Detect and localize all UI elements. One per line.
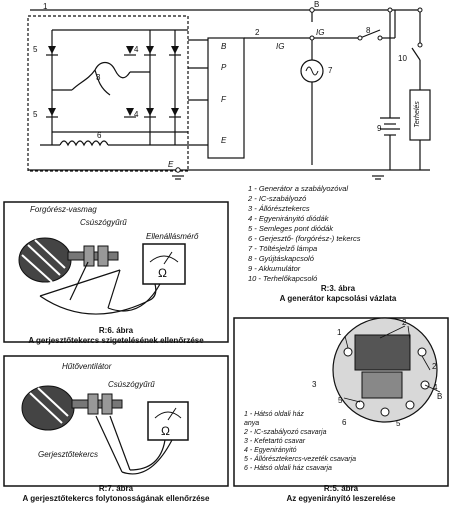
fig6-caption-num: R:6. ábra bbox=[98, 326, 134, 335]
diode-5a bbox=[48, 46, 56, 54]
legend-item: 7 - Töltésjelző lámpa bbox=[248, 244, 318, 253]
fig5-callout-3: 3 bbox=[312, 380, 317, 389]
fig5-callout-B: B bbox=[437, 392, 443, 401]
fig5-legend-item: 5 - Állórésztekercs-vezeték csavarja bbox=[244, 456, 357, 463]
fig5-caption-text: Az egyenirányító leszerelése bbox=[286, 494, 396, 503]
label-5b: 5 bbox=[33, 110, 38, 119]
label-4b: 4 bbox=[134, 110, 139, 119]
label-3: 3 bbox=[96, 73, 101, 82]
label-F: F bbox=[221, 95, 226, 104]
fig3-caption-text: A generátor kapcsolási vázlata bbox=[279, 294, 397, 303]
fig6-caption: R:6. ábra A gerjesztőtekercs szigetelésé… bbox=[4, 326, 228, 346]
legend-item: 3 - Állórésztekercs bbox=[248, 204, 310, 213]
legend-item: 8 - Gyújtáskapcsoló bbox=[248, 254, 314, 263]
fig6-label-ring: Csúszógyűrű bbox=[80, 218, 127, 227]
label-8: 8 bbox=[366, 26, 371, 35]
legend-item: 5 - Semleges pont diódák bbox=[248, 224, 334, 233]
label-9: 9 bbox=[377, 124, 382, 133]
diode-4c bbox=[171, 46, 179, 54]
label-E-bottom: E bbox=[168, 160, 174, 169]
generator-box bbox=[27, 15, 189, 172]
fig6-label-core: Forgórész-vasmag bbox=[30, 205, 97, 214]
fig5-legend: 1 - Hátsó oldali ház anya 2 - IC-szabály… bbox=[244, 410, 356, 473]
wiring-legend: 1 - Generátor a szabályozóval 2 - IC-sza… bbox=[248, 184, 361, 284]
fig5-caption: R:5. ábra Az egyenirányító leszerelése bbox=[234, 484, 448, 504]
label-IG: IG bbox=[276, 42, 285, 51]
legend-item: 1 - Generátor a szabályozóval bbox=[248, 184, 349, 193]
label-10: 10 bbox=[398, 54, 407, 63]
legend-item: 6 - Gerjesztő- (forgórész-) tekercs bbox=[248, 234, 361, 243]
diode-4f bbox=[126, 108, 134, 116]
diode-4e bbox=[126, 46, 134, 54]
fig7-caption-text: A gerjesztőtekercs folytonosságának elle… bbox=[22, 494, 210, 503]
fig7-label-ring: Csúszógyűrű bbox=[108, 380, 155, 389]
fig5-legend-item: 4 - Egyenirányitó bbox=[244, 447, 297, 454]
legend-item: 10 - Terhelőkapcsoló bbox=[248, 274, 318, 283]
label-4a: 4 bbox=[134, 45, 139, 54]
label-6: 6 bbox=[97, 131, 102, 140]
legend-item: 9 - Akkumulátor bbox=[248, 264, 301, 273]
label-5a: 5 bbox=[33, 45, 38, 54]
fig7-caption-num: R:7. ábra bbox=[98, 484, 134, 493]
fig5-legend-item: anya bbox=[244, 420, 260, 427]
fig7-omega: Ω bbox=[161, 424, 170, 438]
fig7-caption: R:7. ábra A gerjesztőtekercs folytonossá… bbox=[4, 484, 228, 504]
legend-item: 4 - Egyenirányitó diódák bbox=[248, 214, 329, 223]
fig5-callout-5b: 5 bbox=[396, 419, 401, 428]
fig5-callout-4: 4 bbox=[433, 383, 438, 392]
fig3-caption-num: R:3. ábra bbox=[320, 284, 356, 293]
fig5-callout-2b: 2 bbox=[432, 362, 437, 371]
label-E: E bbox=[221, 136, 227, 145]
charge-lamp bbox=[300, 59, 324, 83]
fig5-callout-5a: 5 bbox=[338, 396, 343, 405]
legend-item: 2 - IC-szabályozó bbox=[248, 194, 307, 203]
label-7: 7 bbox=[328, 66, 333, 75]
diode-4d bbox=[171, 108, 179, 116]
label-IG2: IG bbox=[316, 28, 325, 37]
label-B-top: B bbox=[314, 0, 320, 9]
fig3-caption: R:3. ábra A generátor kapcsolási vázlata bbox=[248, 284, 428, 304]
fig6-label-meter: Ellenállásmérő bbox=[146, 232, 199, 241]
fig5-legend-item: 2 - IC-szabályozó csavarja bbox=[244, 429, 327, 436]
diode-4b bbox=[146, 108, 154, 116]
label-P: P bbox=[221, 63, 227, 72]
fig7-label-fan: Hűtőventilátor bbox=[62, 362, 112, 371]
label-1: 1 bbox=[43, 2, 48, 11]
diode-4a bbox=[146, 46, 154, 54]
fig6-omega: Ω bbox=[158, 266, 167, 280]
fig5-legend-item: 3 - Kefetartó csavar bbox=[244, 438, 306, 445]
label-2: 2 bbox=[255, 28, 260, 37]
fig5-legend-item: 1 - Hátsó oldali ház bbox=[244, 411, 304, 418]
fig5-caption-num: R:5. ábra bbox=[323, 484, 359, 493]
fig5-legend-item: 6 - Hátsó oldali ház csavarja bbox=[244, 465, 332, 472]
diode-5b bbox=[48, 108, 56, 116]
fig5-callout-6: 6 bbox=[342, 418, 347, 427]
label-B: B bbox=[221, 42, 227, 51]
fig5-callout-2: 2 bbox=[402, 318, 407, 327]
regulator-box bbox=[207, 37, 245, 159]
fig6-caption-text: A gerjesztőtekercs szigetelésének ellenő… bbox=[28, 336, 204, 345]
fig7-label-coil: Gerjesztőtekercs bbox=[38, 450, 99, 459]
fig5-callout-1: 1 bbox=[337, 328, 342, 337]
